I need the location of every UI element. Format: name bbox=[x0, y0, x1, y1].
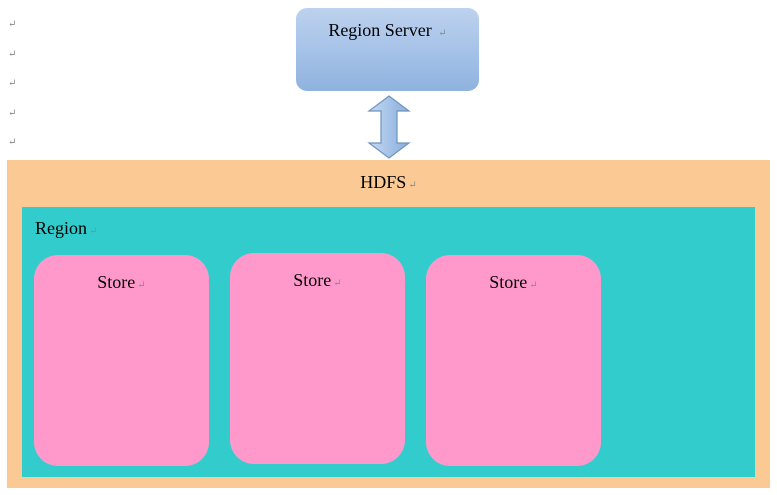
hdfs-box: HDFS↵ Region↵ Store↵ Store↵ Store↵ bbox=[7, 160, 770, 488]
hdfs-label-row: HDFS↵ bbox=[7, 172, 770, 193]
paragraph-mark: ↵ bbox=[8, 107, 17, 119]
paragraph-mark: ↵ bbox=[8, 48, 17, 60]
store-label: Store bbox=[293, 270, 332, 290]
paragraph-mark: ↵ bbox=[438, 28, 447, 39]
bidirectional-arrow-icon bbox=[367, 95, 411, 159]
paragraph-marks: ↵ ↵ ↵ ↵ ↵ bbox=[8, 10, 16, 158]
store-box: Store↵ bbox=[230, 253, 405, 464]
store-label: Store bbox=[97, 272, 136, 292]
paragraph-mark: ↵ bbox=[89, 226, 98, 237]
region-server-box: Region Server ↵ bbox=[296, 8, 479, 91]
hdfs-label: HDFS bbox=[360, 172, 407, 192]
store-label-row: Store↵ bbox=[34, 272, 209, 293]
paragraph-mark: ↵ bbox=[8, 19, 17, 30]
store-label-row: Store↵ bbox=[230, 270, 405, 291]
paragraph-mark: ↵ bbox=[529, 280, 538, 291]
store-box: Store↵ bbox=[426, 255, 601, 466]
paragraph-mark: ↵ bbox=[8, 78, 17, 89]
paragraph-mark: ↵ bbox=[333, 278, 342, 289]
paragraph-mark: ↵ bbox=[8, 137, 17, 148]
paragraph-mark: ↵ bbox=[408, 180, 417, 191]
region-label-row: Region↵ bbox=[35, 218, 97, 239]
paragraph-mark: ↵ bbox=[137, 280, 146, 291]
store-box: Store↵ bbox=[34, 255, 209, 466]
store-label-row: Store↵ bbox=[426, 272, 601, 293]
region-box: Region↵ Store↵ Store↵ Store↵ bbox=[22, 207, 755, 477]
store-label: Store bbox=[489, 272, 528, 292]
region-server-label: Region Server bbox=[328, 20, 432, 40]
region-server-label-row: Region Server ↵ bbox=[296, 20, 479, 41]
region-label: Region bbox=[35, 218, 87, 238]
